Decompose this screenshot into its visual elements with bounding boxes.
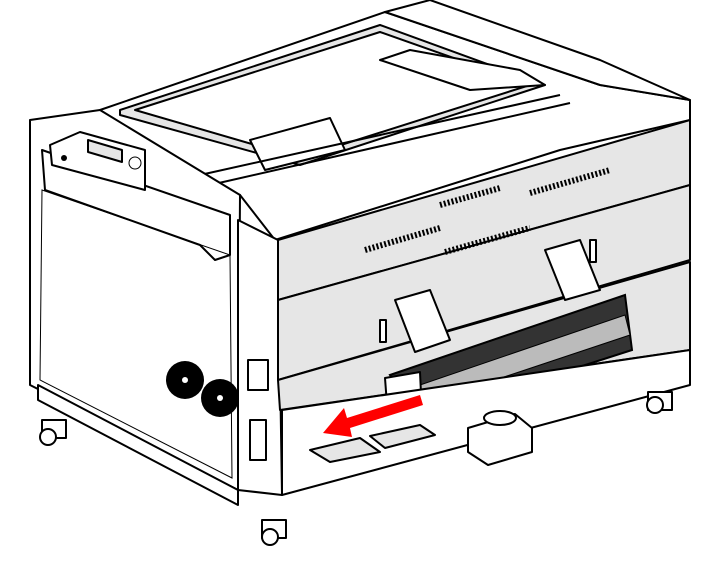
control-display bbox=[87, 139, 123, 163]
caster-icon bbox=[39, 419, 67, 446]
power-button-icon bbox=[61, 155, 67, 161]
control-panel bbox=[49, 131, 146, 191]
exhaust-port bbox=[467, 410, 533, 466]
casters bbox=[39, 391, 673, 546]
front-panel bbox=[277, 119, 691, 411]
vent-slots bbox=[364, 167, 611, 255]
warning-label-icon bbox=[247, 359, 269, 391]
caster-icon bbox=[646, 391, 673, 414]
exhaust-fans bbox=[166, 361, 239, 417]
power-socket-icon bbox=[249, 419, 267, 461]
red-direction-arrow bbox=[323, 395, 423, 437]
emergency-stop-icon bbox=[128, 156, 142, 170]
top-lid bbox=[99, 0, 691, 241]
gantry-rail bbox=[199, 94, 571, 186]
caster-icon bbox=[261, 519, 287, 546]
